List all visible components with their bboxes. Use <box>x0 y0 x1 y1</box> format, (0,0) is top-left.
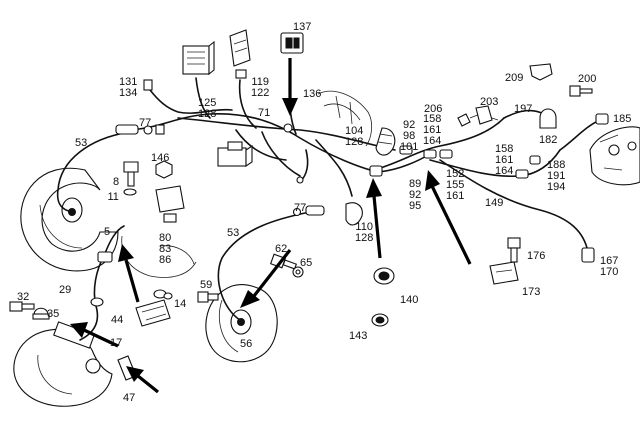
callout-185: 185 <box>613 113 632 125</box>
callout-152: 152 155 161 <box>446 168 465 202</box>
bracket-209 <box>529 63 553 81</box>
callout-65: 65 <box>300 257 313 269</box>
callout-158b: 158 161 164 <box>495 143 514 177</box>
washer-65 <box>292 266 304 278</box>
switch-unit-119 <box>229 29 251 79</box>
callout-182: 182 <box>539 134 558 146</box>
grommet-143 <box>371 313 389 327</box>
arrow-17 <box>70 322 119 348</box>
relay-module-137 <box>280 32 304 54</box>
bracket-173 <box>489 261 519 285</box>
callout-197: 197 <box>514 103 533 115</box>
tunnel-bracket-outline <box>317 90 372 147</box>
callout-47: 47 <box>123 392 136 404</box>
callout-176: 176 <box>527 250 546 262</box>
callout-140: 140 <box>400 294 419 306</box>
bolt-62 <box>269 253 298 270</box>
connector-185 <box>595 113 609 125</box>
rear-axle-housing <box>589 126 640 186</box>
callout-206: 206 <box>424 103 443 115</box>
callout-92a: 92 98 101 <box>400 119 419 153</box>
bolt-59 <box>197 291 219 303</box>
arrow-137 <box>282 58 298 116</box>
arrow-173 <box>425 170 472 265</box>
left-front-sensor-cable <box>56 124 165 213</box>
callout-35: 35 <box>47 308 60 320</box>
callout-110: 110 128 <box>355 221 374 244</box>
bolt-8 <box>123 161 139 196</box>
callout-158a: 158 161 164 <box>423 113 442 147</box>
grommet-197 <box>539 108 557 129</box>
callout-44: 44 <box>111 314 124 326</box>
callout-17: 17 <box>110 337 123 349</box>
callout-56: 56 <box>240 338 253 350</box>
callout-209: 209 <box>505 72 524 84</box>
pressure-sensor-80 <box>155 185 185 223</box>
harness-connectors <box>283 123 541 184</box>
connector-104 <box>375 127 396 156</box>
screw-206 <box>457 113 481 127</box>
control-unit-125 <box>182 40 215 76</box>
callout-143: 143 <box>349 330 368 342</box>
bolt-176 <box>507 237 521 263</box>
callout-188: 188 191 194 <box>547 159 566 193</box>
callout-62: 62 <box>275 243 288 255</box>
callout-32: 32 <box>17 291 30 303</box>
callout-59: 59 <box>200 279 213 291</box>
arrow-140 <box>366 178 382 259</box>
rear-right-sensor-cable <box>581 247 595 263</box>
bolt-200 <box>569 85 593 97</box>
front-right-brake-disc <box>205 284 278 363</box>
arrow-47 <box>126 366 159 394</box>
callout-137: 137 <box>293 21 312 33</box>
arrow-44 <box>118 244 140 303</box>
callout-77a: 77 <box>139 117 152 129</box>
connector-131 <box>143 79 153 91</box>
callout-146: 146 <box>151 152 170 164</box>
callout-167: 167 170 <box>600 255 619 278</box>
callout-136: 136 <box>303 88 322 100</box>
callout-131: 131 134 <box>119 76 138 99</box>
callout-71: 71 <box>258 107 271 119</box>
callout-14: 14 <box>174 298 187 310</box>
control-module-146 <box>217 141 253 168</box>
callout-104: 104 128 <box>345 125 364 148</box>
callout-89: 89 92 95 <box>409 178 422 212</box>
nut-146 <box>155 160 173 179</box>
callout-203: 203 <box>480 96 499 108</box>
callout-53a: 53 <box>75 137 88 149</box>
connector-110 <box>345 202 363 226</box>
grommet-140 <box>373 267 395 285</box>
callout-8: 8 <box>113 176 120 188</box>
rear-left-brake-disc <box>13 321 113 407</box>
callout-173: 173 <box>522 286 541 298</box>
callout-200: 200 <box>578 73 597 85</box>
callout-125: 125 128 <box>198 97 217 120</box>
callout-77b: 77 <box>294 202 307 214</box>
callout-29: 29 <box>59 284 72 296</box>
grommet-35 <box>32 307 50 320</box>
front-right-sensor-cable <box>217 205 325 321</box>
main-wiring-harness <box>129 67 601 253</box>
callout-119: 119 122 <box>251 76 270 99</box>
callout-53b: 53 <box>227 227 240 239</box>
bolt-32 <box>9 301 35 312</box>
callout-5: 5 <box>104 226 111 238</box>
callout-149: 149 <box>485 197 504 209</box>
callout-80: 80 83 86 <box>159 232 172 266</box>
callout-11: 11 <box>107 191 119 203</box>
bracket-203 <box>475 105 499 125</box>
arrow-59 <box>240 249 292 308</box>
